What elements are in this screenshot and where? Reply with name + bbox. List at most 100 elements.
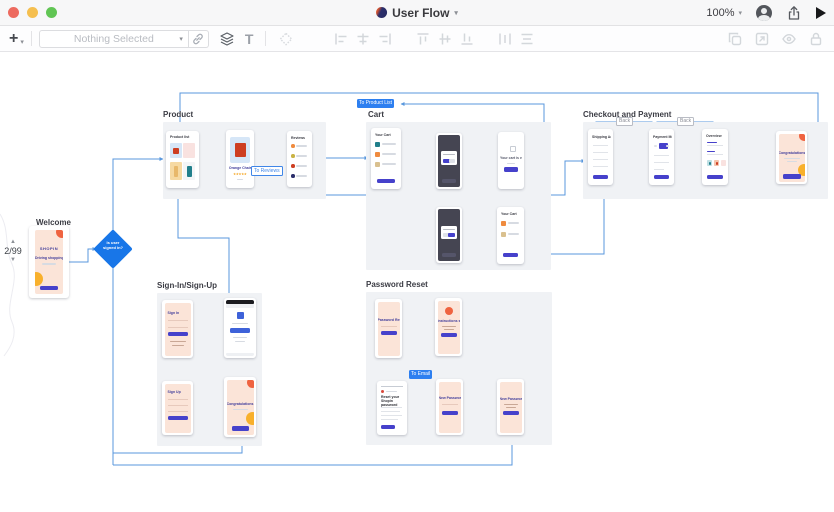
group-label-product[interactable]: Product: [163, 110, 194, 119]
group-label-signin[interactable]: Sign-In/Sign-Up: [157, 281, 217, 290]
signin-title: Sign In: [167, 310, 180, 315]
cart-title: Your Cart: [375, 133, 391, 137]
document-icon: [376, 7, 388, 18]
distribute-horizontal-button[interactable]: [497, 31, 513, 47]
chevron-down-icon: ▾: [179, 35, 183, 43]
product-detail-title: Orange Chair: [228, 166, 252, 170]
plus-icon: +: [9, 29, 19, 47]
document-title-menu[interactable]: User Flow ▾: [376, 6, 458, 20]
screen-payment-method[interactable]: Payment Method: [649, 129, 674, 185]
screen-reset-email[interactable]: Reset your Shopin password: [377, 381, 407, 435]
shipping-title: Shipping Address: [592, 135, 611, 139]
preview-play-button[interactable]: [816, 7, 826, 19]
welcome-brand: SHOPIN: [39, 246, 59, 251]
artboard-label-welcome[interactable]: Welcome: [36, 218, 71, 227]
align-bottom-button[interactable]: [459, 31, 475, 47]
align-vertical-center-button[interactable]: [437, 31, 453, 47]
design-canvas[interactable]: ▲ 2/99 ▼ Product Cart Checkout and Payme…: [0, 52, 834, 512]
screen-cart-empty[interactable]: Your cart is empty: [498, 132, 524, 189]
rating-stars: ★★★★★: [233, 172, 247, 176]
screen-reviews[interactable]: Reviews: [287, 131, 312, 187]
fullscreen-button[interactable]: [46, 7, 57, 18]
layers-tool-button[interactable]: [219, 31, 235, 47]
scale-button[interactable]: [754, 31, 770, 47]
screen-cart-remove-modal[interactable]: [436, 207, 462, 263]
screen-product-list[interactable]: Product list: [166, 131, 199, 188]
toolbar: + ▾ Nothing Selected ▾ T: [0, 26, 834, 52]
product-list-title: Product list: [170, 135, 190, 139]
email-subject: Reset your Shopin password: [381, 395, 400, 407]
cart-empty-text: Your cart is empty: [500, 156, 522, 160]
link-icon: [193, 33, 204, 44]
insert-button[interactable]: + ▾: [9, 29, 24, 47]
overview-title: Overview: [706, 134, 722, 138]
screen-instructions-sent[interactable]: Instructions sent: [435, 298, 462, 356]
minimize-button[interactable]: [27, 7, 38, 18]
connector-chip-to-reviews[interactable]: To Reviews: [251, 166, 283, 176]
screen-order-congratulations[interactable]: Congratulations: [776, 131, 807, 184]
align-top-button[interactable]: [415, 31, 431, 47]
screen-signup-congratulations[interactable]: Congratulations: [224, 377, 256, 437]
new-password-title: New Password: [438, 395, 461, 400]
close-button[interactable]: [8, 7, 19, 18]
new-password2-title: New Password: [499, 396, 522, 401]
screen-shipping-address[interactable]: Shipping Address: [588, 129, 613, 185]
text-tool-icon: T: [244, 30, 254, 47]
chevron-down-icon: ▾: [738, 10, 742, 17]
screen-welcome[interactable]: SHOPIN Driving shopping: [29, 226, 69, 298]
signup-congrats-title: Congratulations: [226, 401, 254, 406]
divider: [30, 31, 32, 46]
reset-title: Password Reset: [377, 317, 400, 322]
screen-password-reset[interactable]: Password Reset: [375, 299, 402, 358]
connector-chip-back-2[interactable]: Back: [677, 117, 695, 126]
group-label-checkout[interactable]: Checkout and Payment: [583, 110, 672, 119]
welcome-tagline: Driving shopping: [35, 256, 63, 260]
align-right-button[interactable]: [377, 31, 393, 47]
zoom-level-value: 100%: [706, 7, 735, 19]
zoom-level-dropdown[interactable]: 100% ▾: [706, 7, 742, 19]
connector-chip-back-1[interactable]: Back: [616, 117, 634, 126]
cart2-title: Your Cart: [501, 212, 517, 216]
align-horizontal-center-button[interactable]: [355, 31, 371, 47]
mirror-icon: [279, 31, 294, 46]
screen-order-overview[interactable]: Overview: [702, 129, 728, 185]
link-selection-button[interactable]: [188, 29, 209, 48]
order-congrats-title: Congratulations: [778, 150, 805, 155]
share-icon[interactable]: [786, 5, 802, 21]
group-label-reset[interactable]: Password Reset: [366, 280, 428, 289]
group-label-cart[interactable]: Cart: [368, 110, 385, 119]
screen-new-password[interactable]: New Password: [436, 379, 463, 435]
signup-title: Sign Up: [167, 389, 181, 394]
screen-cart-confirm-modal[interactable]: [436, 133, 462, 189]
document-title: User Flow: [392, 5, 450, 20]
distribute-vertical-button[interactable]: [519, 31, 535, 47]
eye-icon[interactable]: [781, 31, 797, 47]
selection-placeholder: Nothing Selected: [73, 32, 154, 45]
text-tool-button[interactable]: T: [245, 31, 254, 47]
selection-dropdown[interactable]: Nothing Selected ▾: [38, 29, 189, 48]
screen-cart-updated[interactable]: Your Cart: [497, 207, 524, 264]
screen-product-detail[interactable]: Orange Chair ★★★★★: [226, 130, 254, 188]
screen-facebook-login[interactable]: [224, 298, 256, 358]
connector-badge-to-email[interactable]: To Email: [409, 370, 433, 379]
mirror-preview-button[interactable]: [278, 31, 294, 47]
chevron-down-icon: ▾: [20, 38, 24, 46]
screen-sign-up[interactable]: Sign Up: [162, 381, 193, 435]
divider: [265, 31, 267, 46]
chevron-down-icon: ▾: [454, 9, 458, 17]
screen-sign-in[interactable]: Sign In: [162, 300, 193, 358]
page-navigator: ▲ 2/99 ▼: [0, 238, 26, 264]
page-indicator: 2/99: [4, 246, 22, 256]
connector-badge-to-product-list[interactable]: To Product List: [357, 99, 395, 108]
title-bar: User Flow ▾ 100% ▾: [0, 0, 834, 26]
screen-new-password-saved[interactable]: New Password: [497, 379, 524, 435]
lock-icon[interactable]: [808, 31, 824, 47]
page-up-button[interactable]: ▲: [10, 239, 16, 245]
account-avatar[interactable]: [756, 5, 772, 21]
align-left-button[interactable]: [333, 31, 349, 47]
decision-label: Is user signed in?: [103, 240, 123, 250]
page-down-button[interactable]: ▼: [10, 257, 16, 263]
duplicate-button[interactable]: [727, 31, 743, 47]
screen-cart[interactable]: Your Cart: [371, 128, 401, 189]
window-controls: [8, 7, 57, 18]
